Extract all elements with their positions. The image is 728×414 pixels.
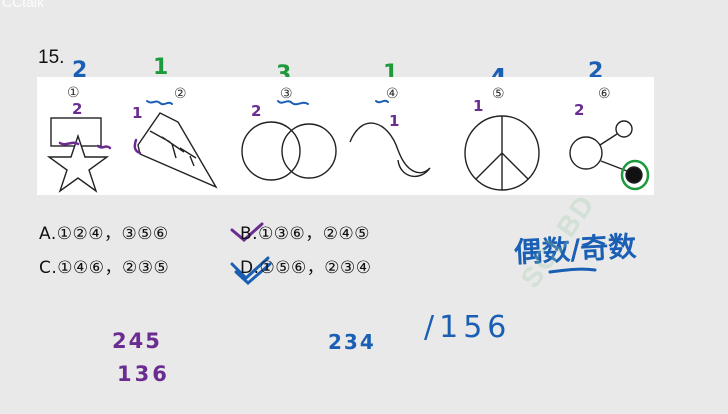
figure-4-path (349, 122, 431, 178)
figure-1-star-square (46, 117, 110, 193)
question-number: 15. (38, 47, 65, 68)
group-odd: 136 (117, 362, 170, 386)
figure-label-4: ④ (386, 86, 399, 102)
figure-6-filled-dot (625, 166, 643, 184)
note-middle: 234 (328, 330, 376, 354)
figure-panel (37, 77, 654, 195)
mark-cone (133, 138, 142, 155)
note-right: /156 (424, 310, 512, 345)
figure-6-bonds (599, 133, 628, 172)
squiggle-4 (375, 99, 389, 104)
figure-2-outline (137, 112, 218, 189)
green-circle-mark (620, 159, 650, 191)
figure-5-lines (475, 116, 529, 190)
squiggle-2 (146, 100, 173, 106)
figure-3-circle-left (241, 121, 301, 181)
figure-label-2: ② (174, 86, 187, 102)
figure-5-peace (464, 115, 540, 191)
mark-star (58, 141, 80, 146)
figure-label-3: ③ (280, 86, 293, 102)
group-even: 245 (112, 329, 162, 353)
count-annotation-1: 2 (72, 58, 88, 83)
figure-3-circles (241, 121, 337, 181)
option-d[interactable]: D.①⑤⑥，②③④ (240, 258, 372, 278)
count-annotation-2: 1 (153, 55, 169, 80)
stroke-mark-5: 1 (473, 97, 484, 115)
parity-underline (548, 267, 597, 274)
stroke-mark-1: 2 (72, 100, 83, 118)
figure-label-1: ① (67, 85, 80, 101)
stroke-mark-4: 1 (389, 112, 400, 130)
figure-6-large-circle (569, 136, 603, 170)
figure-label-6: ⑥ (598, 86, 611, 102)
figure-1-star (46, 133, 110, 193)
figure-3-circle-right (281, 123, 337, 179)
figure-6-small-circle (615, 120, 633, 138)
figure-label-5: ⑤ (492, 86, 505, 102)
option-a[interactable]: A.①②④，③⑤⑥ (39, 224, 169, 244)
stroke-mark-6: 2 (574, 101, 585, 119)
checkmark-d (230, 256, 272, 286)
figure-6-molecule (569, 120, 643, 184)
squiggle-3 (277, 100, 309, 106)
app-logo: CCtalk (2, 0, 45, 10)
option-c[interactable]: C.①④⑥，②③⑤ (39, 258, 170, 278)
figure-4-curve (349, 122, 431, 178)
figure-2-cone (137, 112, 218, 189)
stroke-mark-3: 2 (251, 102, 262, 120)
figure-2-inner-lines (149, 130, 197, 167)
mark-square (96, 144, 112, 150)
checkmark-b (230, 222, 264, 242)
stroke-mark-2: 1 (132, 104, 143, 122)
option-b[interactable]: B.①③⑥，②④⑤ (240, 224, 371, 244)
